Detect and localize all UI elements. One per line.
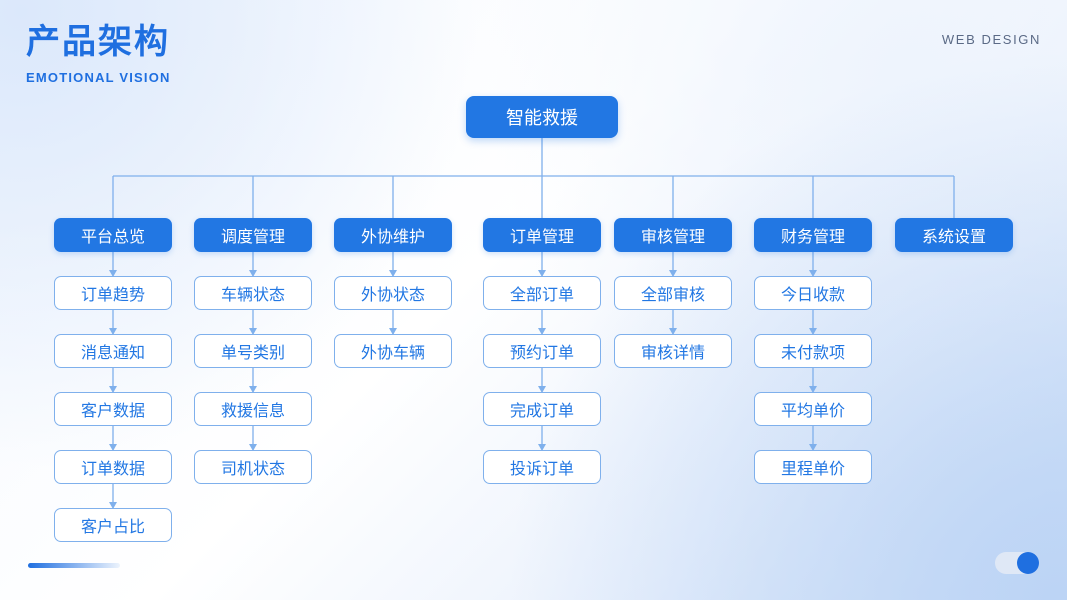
node-leaf-all-orders[interactable]: 全部订单: [483, 276, 601, 310]
node-leaf-audit-details[interactable]: 审核详情: [614, 334, 732, 368]
node-leaf-finished-orders[interactable]: 完成订单: [483, 392, 601, 426]
page-subtitle: EMOTIONAL VISION: [26, 70, 171, 85]
node-category-settings[interactable]: 系统设置: [895, 218, 1013, 252]
node-leaf-all-audits[interactable]: 全部审核: [614, 276, 732, 310]
node-leaf-order-type[interactable]: 单号类别: [194, 334, 312, 368]
page-toggle[interactable]: [995, 552, 1039, 574]
node-leaf-customer-share[interactable]: 客户占比: [54, 508, 172, 542]
toggle-knob: [1017, 552, 1039, 574]
node-leaf-outsource-vehicles[interactable]: 外协车辆: [334, 334, 452, 368]
node-leaf-driver-status[interactable]: 司机状态: [194, 450, 312, 484]
node-leaf-notifications[interactable]: 消息通知: [54, 334, 172, 368]
node-leaf-unpaid-items[interactable]: 未付款项: [754, 334, 872, 368]
node-leaf-average-price[interactable]: 平均单价: [754, 392, 872, 426]
node-leaf-outsource-status[interactable]: 外协状态: [334, 276, 452, 310]
node-category-audit[interactable]: 审核管理: [614, 218, 732, 252]
node-leaf-complaint-orders[interactable]: 投诉订单: [483, 450, 601, 484]
node-category-dispatch[interactable]: 调度管理: [194, 218, 312, 252]
node-root[interactable]: 智能救援: [466, 96, 618, 138]
node-leaf-booked-orders[interactable]: 预约订单: [483, 334, 601, 368]
node-category-finance[interactable]: 财务管理: [754, 218, 872, 252]
node-category-platform[interactable]: 平台总览: [54, 218, 172, 252]
page-title: 产品架构: [26, 23, 170, 61]
corner-label: WEB DESIGN: [941, 32, 1041, 47]
node-leaf-order-trend[interactable]: 订单趋势: [54, 276, 172, 310]
node-category-orders[interactable]: 订单管理: [483, 218, 601, 252]
node-category-outsource[interactable]: 外协维护: [334, 218, 452, 252]
node-leaf-order-data[interactable]: 订单数据: [54, 450, 172, 484]
title-block: 产品架构 EMOTIONAL VISION: [26, 22, 171, 85]
node-leaf-customer-data[interactable]: 客户数据: [54, 392, 172, 426]
node-leaf-rescue-info[interactable]: 救援信息: [194, 392, 312, 426]
footer-accent-bar: [28, 563, 120, 568]
node-leaf-vehicle-status[interactable]: 车辆状态: [194, 276, 312, 310]
node-leaf-today-receipts[interactable]: 今日收款: [754, 276, 872, 310]
node-leaf-mileage-price[interactable]: 里程单价: [754, 450, 872, 484]
